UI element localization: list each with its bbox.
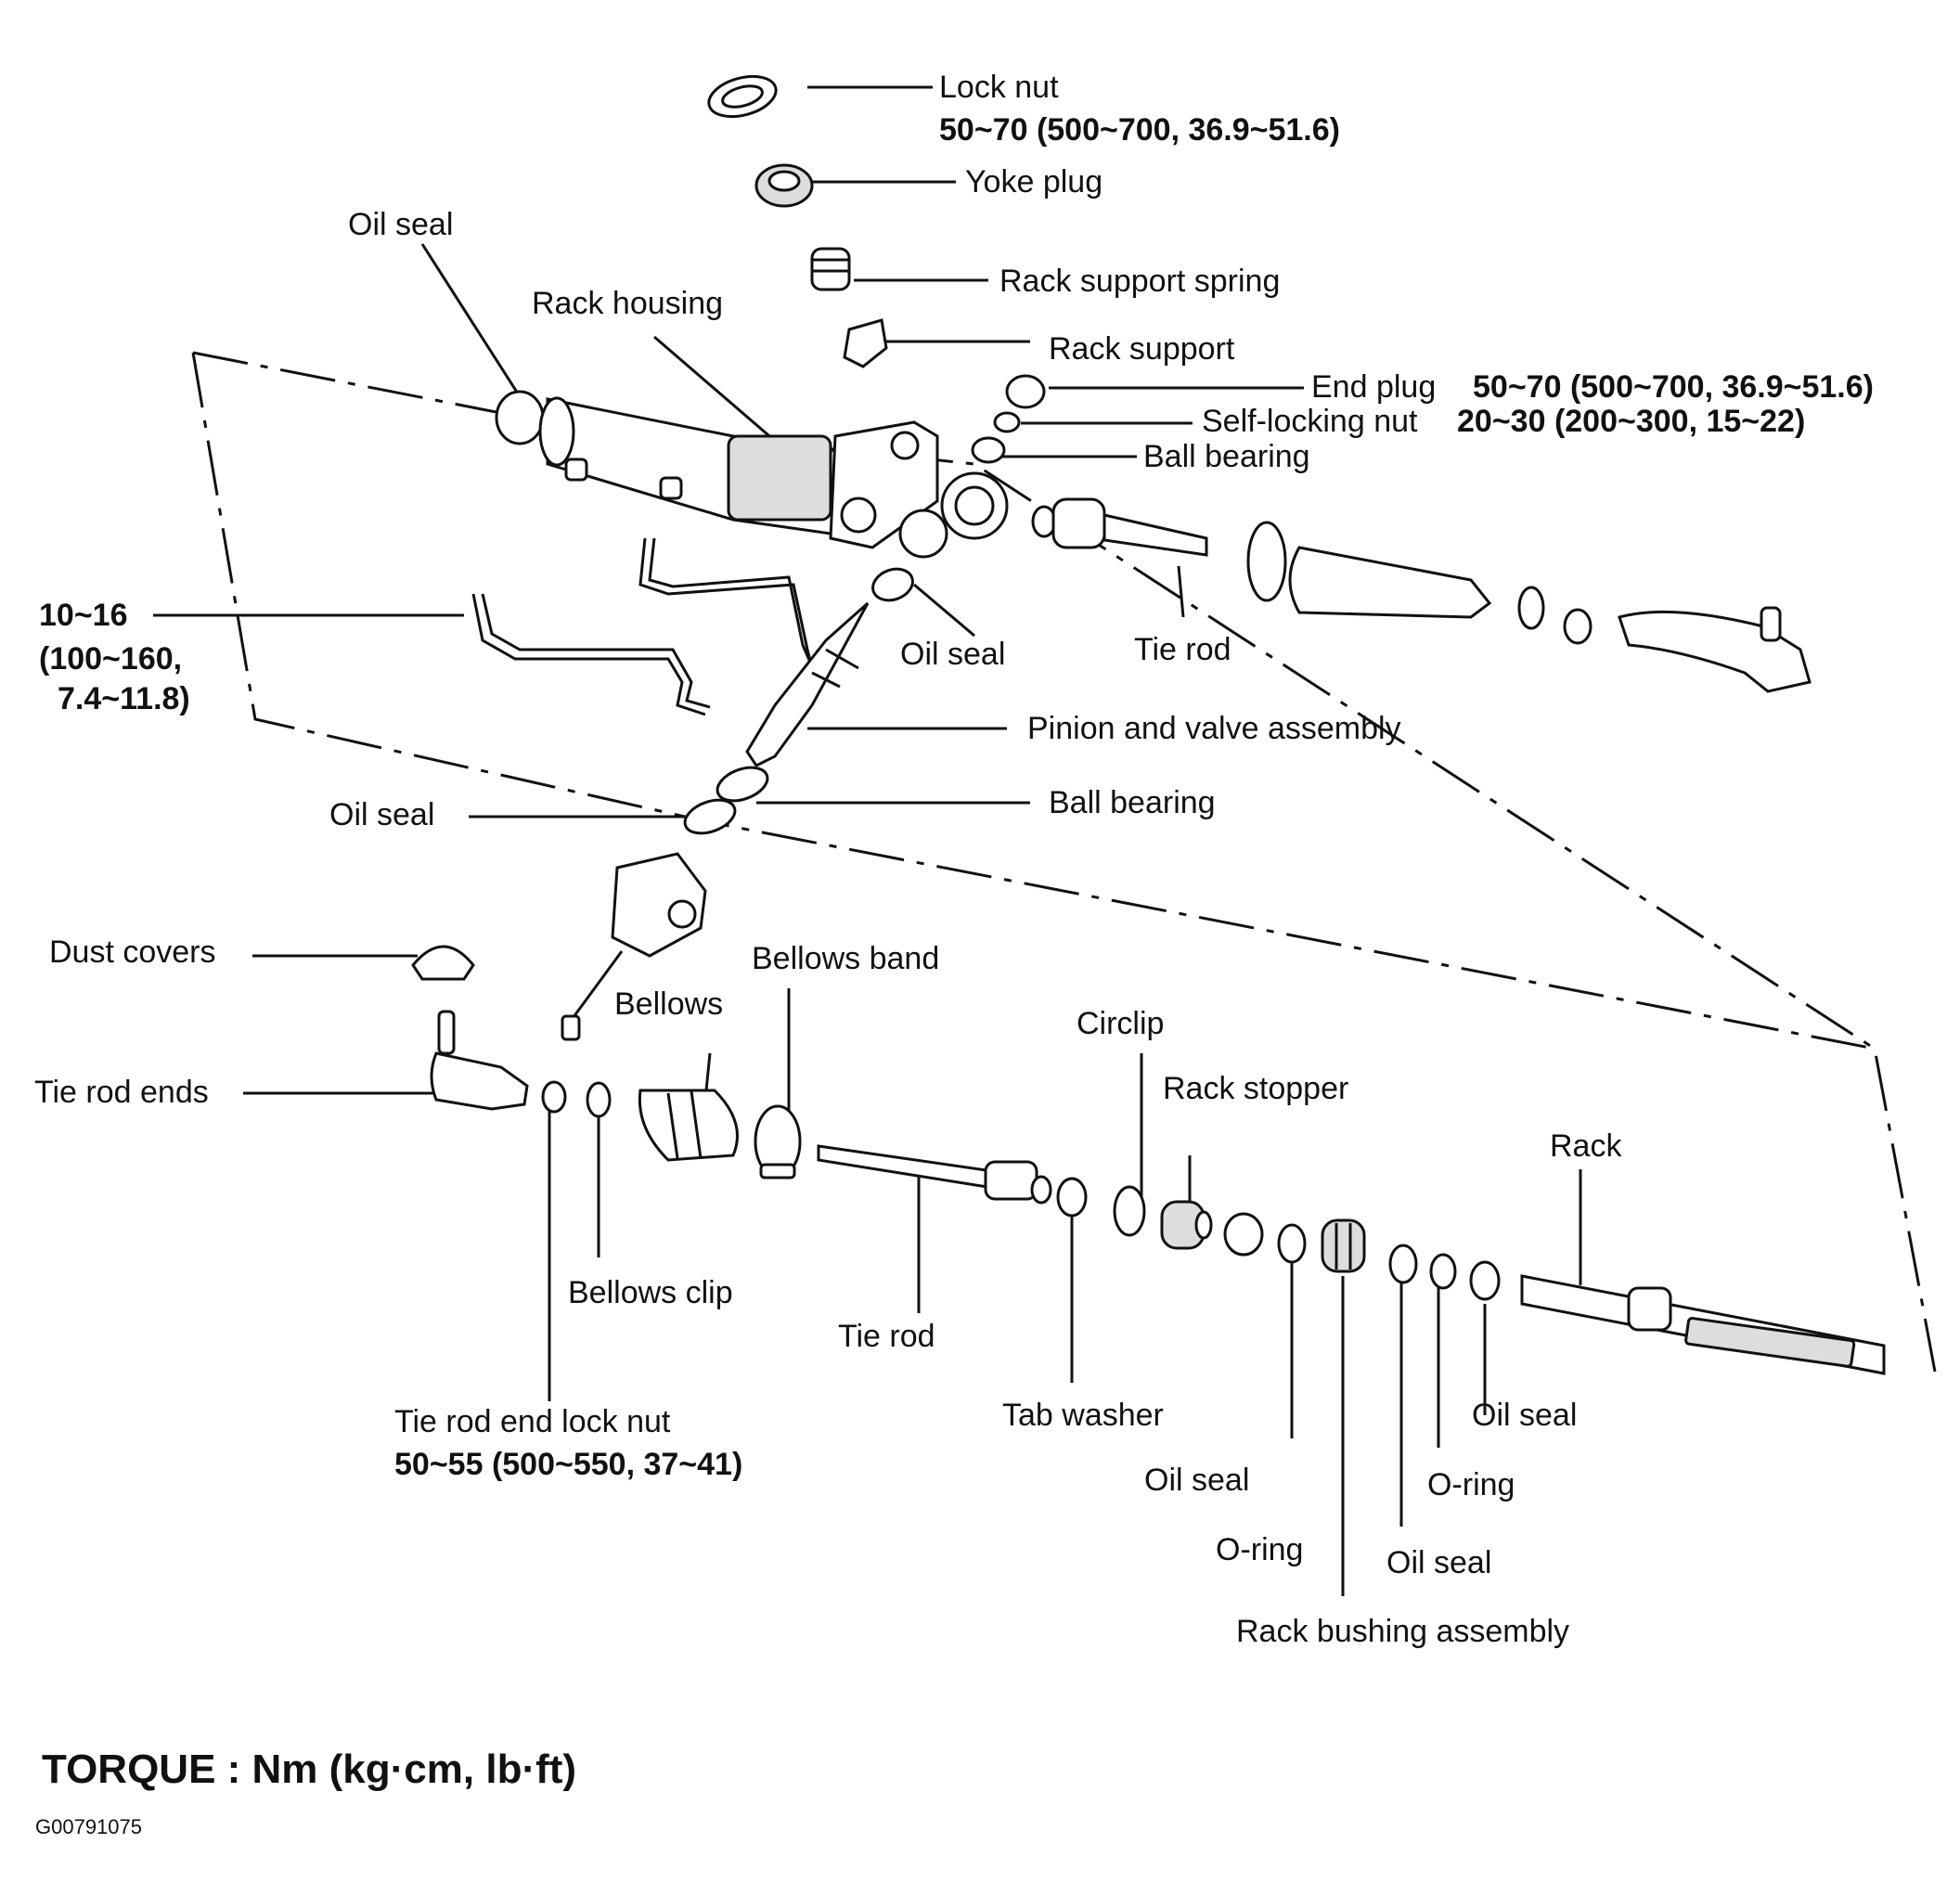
oil-seal-b3-label: Oil seal: [1472, 1398, 1578, 1433]
circlip-part: [1113, 1185, 1146, 1237]
tie-rod-upper-part: [1031, 497, 1208, 557]
bellows-upper-part: [1288, 546, 1492, 619]
oil-seal-b1-label: Oil seal: [1144, 1463, 1250, 1498]
feed-tube-torque-line-3: 7.4~11.8): [58, 681, 190, 716]
feed-tube-torque-line-2: (100~160,: [39, 641, 183, 677]
lock-nut-upper-part: [1563, 608, 1592, 645]
rack-support-label: Rack support: [1049, 331, 1235, 367]
oil-seal-top-label: Oil seal: [348, 207, 454, 242]
torque-units-legend: TORQUE : Nm (kg·cm, lb·ft): [42, 1747, 577, 1792]
bellows-lower-part: [638, 1089, 739, 1162]
leader-lines: [153, 85, 1582, 1596]
tab-washer-part: [1056, 1177, 1088, 1218]
rack-housing-label: Rack housing: [532, 286, 724, 321]
o-ring-2-label: O-ring: [1427, 1467, 1515, 1502]
o-ring-1-label: O-ring: [1216, 1532, 1304, 1567]
ball-bearing-top-label: Ball bearing: [1143, 439, 1310, 474]
bellows-label: Bellows: [614, 986, 724, 1022]
lock-nut-part: [707, 74, 778, 119]
ball-bearing-pinion-part: [716, 766, 769, 803]
rack-support-part: [843, 318, 888, 368]
oil-seal-mid-label: Oil seal: [900, 637, 1006, 672]
yoke-plug-part: [754, 163, 814, 208]
rack-label: Rack: [1550, 1128, 1622, 1164]
dust-covers-label: Dust covers: [49, 935, 216, 970]
feed-tube-torque-line-1: 10~16: [39, 598, 128, 633]
lock-nut-label: Lock nut: [939, 70, 1059, 105]
tie-rod-end-lock-nut-part: [541, 1080, 567, 1114]
feed-tubes-part: [471, 537, 819, 716]
tie-rod-end-lock-nut-torque: 50~55 (500~550, 37~41): [394, 1447, 743, 1482]
rack-stopper-part: [1160, 1200, 1213, 1250]
bellows-band-upper-part: [1246, 521, 1287, 602]
circlip-label: Circlip: [1077, 1006, 1165, 1041]
oil-seal-b2-part: [1388, 1244, 1418, 1284]
tie-rod-end-upper-part: [1618, 606, 1812, 693]
rack-stopper-label: Rack stopper: [1163, 1071, 1349, 1106]
assembly-boundary: [191, 351, 1937, 1373]
self-locking-nut-label: Self-locking nut: [1202, 404, 1418, 439]
rack-housing-part: [495, 390, 1009, 559]
oil-seal-left-label: Oil seal: [329, 797, 435, 832]
bellows-band-lower-part: [754, 1104, 802, 1180]
oil-seal-b2-label: Oil seal: [1386, 1545, 1492, 1580]
pinion-valve-part: [745, 601, 870, 767]
tie-rod-end-lower-part: [430, 1010, 529, 1111]
rack-support-spring-part: [810, 247, 851, 291]
dust-cover-part: [411, 945, 475, 981]
tie-rod-top-label: Tie rod: [1134, 632, 1231, 667]
tie-rod-lower-part: [817, 1144, 1052, 1205]
rack-support-spring-label: Rack support spring: [999, 264, 1281, 299]
tie-rod-end-lock-nut-label: Tie rod end lock nut: [394, 1404, 671, 1439]
rack-bushing-assembly-label: Rack bushing assembly: [1236, 1614, 1570, 1649]
lock-nut-torque: 50~70 (500~700, 36.9~51.6): [939, 112, 1340, 148]
self-locking-nut-part: [993, 411, 1021, 433]
tie-rod-ends-label: Tie rod ends: [34, 1075, 209, 1110]
oil-seal-pinion-part: [871, 567, 914, 602]
bellows-clip-upper-part: [1517, 586, 1545, 630]
yoke-plug-label: Yoke plug: [965, 164, 1103, 200]
oil-seal-b1-part: [1223, 1212, 1264, 1257]
self-locking-nut-torque: 20~30 (200~300, 15~22): [1457, 404, 1806, 439]
bellows-band-label: Bellows band: [752, 941, 940, 976]
rack-part: [1520, 1274, 1886, 1375]
end-plug-part: [1005, 374, 1046, 409]
tie-rod-bottom-label: Tie rod: [838, 1319, 935, 1354]
oil-seal-b3-part: [1469, 1260, 1501, 1301]
bellows-clip-label: Bellows clip: [568, 1275, 733, 1310]
valve-housing-part: [561, 852, 707, 1041]
ball-bearing-mid-label: Ball bearing: [1049, 785, 1216, 820]
pinion-valve-label: Pinion and valve assembly: [1027, 711, 1401, 746]
tab-washer-label: Tab washer: [1002, 1398, 1164, 1433]
ball-bearing-top-part: [971, 436, 1006, 464]
oil-seal-lower-pinion-part: [683, 798, 737, 835]
bellows-clip-lower-part: [586, 1081, 612, 1118]
rack-bushing-part: [1321, 1218, 1366, 1273]
end-plug-torque: 50~70 (500~700, 36.9~51.6): [1473, 369, 1874, 405]
o-ring-2-part: [1429, 1253, 1457, 1290]
figure-code: G00791075: [35, 1815, 142, 1838]
end-plug-label: End plug: [1311, 369, 1437, 405]
o-ring-1-part: [1277, 1223, 1307, 1264]
